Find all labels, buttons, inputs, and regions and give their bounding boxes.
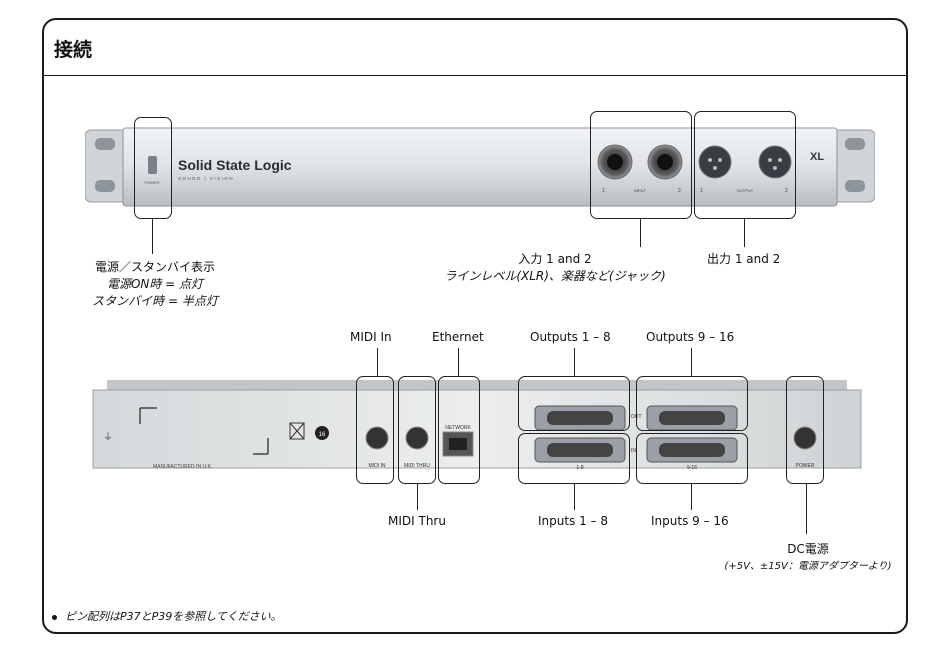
svg-text:MIDI THRU: MIDI THRU (404, 463, 430, 469)
outputs-1-8-highlight-box (518, 376, 630, 431)
inputs-1-8-highlight-box (518, 433, 630, 484)
title-divider (43, 75, 907, 76)
svg-text:IN: IN (631, 448, 636, 454)
midi-thru-callout: MIDI Thru (388, 514, 446, 528)
bullet-icon (52, 614, 57, 620)
rear-panel-image: ⏚ MANUFACTURED IN U.K. 16 MIDI IN MIDI T… (92, 380, 862, 471)
model-badge: XL (810, 151, 824, 163)
svg-text:NETWORK: NETWORK (445, 425, 471, 431)
page-title: 接続 (54, 39, 93, 61)
rating-badge (315, 426, 329, 440)
svg-text:POWER: POWER (796, 463, 815, 469)
dc-power-highlight-box (786, 376, 824, 484)
power-callout: 電源／スタンバイ表示 電源ON時 = 点灯 スタンバイ時 = 半点灯 (92, 260, 218, 308)
outputs-9-16-callout: Outputs 9 – 16 (646, 330, 735, 344)
inputs-callout: 入力 1 and 2 ラインレベル(XLR)、楽器など(ジャック) (444, 252, 666, 283)
outputs-9-16-highlight-box (636, 376, 748, 431)
ground-symbol: ⏚ (103, 431, 113, 443)
svg-text:1-8: 1-8 (576, 465, 583, 471)
midi-in-highlight-box (356, 376, 394, 484)
svg-text:2: 2 (785, 188, 788, 194)
rear-top-edge (107, 380, 847, 392)
output-highlight-box (694, 111, 796, 219)
svg-text:9-16: 9-16 (687, 465, 697, 471)
manufactured-text: MANUFACTURED IN U.K. (153, 464, 212, 470)
midi-in-port (365, 426, 389, 450)
svg-text:INPUT: INPUT (634, 188, 647, 193)
midi-thru-port (405, 426, 429, 450)
dc-power-port (793, 426, 817, 450)
inputs-9-16-highlight-box (636, 433, 748, 484)
midi-in-callout: MIDI In (350, 330, 392, 344)
output-xlr-1 (698, 145, 732, 179)
input-highlight-box (590, 111, 692, 219)
inputs-9-16-callout: Inputs 9 – 16 (651, 514, 729, 528)
power-switch-label: POWER (144, 180, 159, 185)
outputs-1-8-callout: Outputs 1 – 8 (530, 330, 611, 344)
power-highlight-box (134, 117, 172, 219)
front-panel-image: POWER Solid State Logic SOUND | VISION 1… (85, 127, 875, 207)
midi-thru-highlight-box (398, 376, 436, 484)
svg-text:2: 2 (678, 188, 681, 194)
weee-icon (289, 422, 305, 440)
svg-text:16: 16 (319, 432, 326, 438)
power-switch (148, 156, 157, 174)
footnote: ピン配列はP37とP39を参照してください。 (52, 608, 282, 624)
inputs-1-8-callout: Inputs 1 – 8 (538, 514, 609, 528)
ethernet-highlight-box (438, 376, 480, 484)
output-xlr-2 (758, 145, 792, 179)
svg-text:1: 1 (700, 188, 703, 194)
brand-subtitle: SOUND | VISION (178, 176, 234, 181)
dc-power-callout: DC電源 (+5V、±15V：電源アダプターより) (724, 542, 892, 572)
outputs-callout: 出力 1 and 2 (707, 252, 781, 266)
connections-card (42, 18, 908, 634)
svg-text:MIDI IN: MIDI IN (369, 463, 386, 469)
ethernet-callout: Ethernet (432, 330, 484, 344)
svg-text:OUTPUT: OUTPUT (737, 188, 754, 193)
brand-logo: Solid State Logic (178, 157, 292, 173)
svg-text:1: 1 (602, 188, 605, 194)
